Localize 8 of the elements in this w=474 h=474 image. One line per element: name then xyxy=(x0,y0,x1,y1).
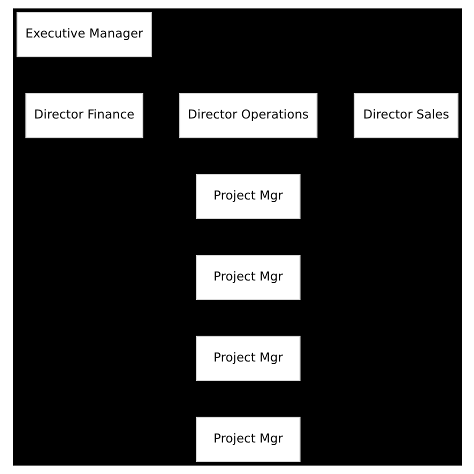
node-box: Director Sales xyxy=(353,92,458,138)
node-box: Executive Manager xyxy=(16,12,152,58)
node-box: Director Finance xyxy=(24,92,143,138)
node-box: Project Mgr xyxy=(195,336,300,382)
node-box: Project Mgr xyxy=(195,416,300,462)
node-box: Director Operations xyxy=(178,92,317,138)
node-box: Project Mgr xyxy=(195,254,300,300)
node-box: Project Mgr xyxy=(195,174,300,220)
